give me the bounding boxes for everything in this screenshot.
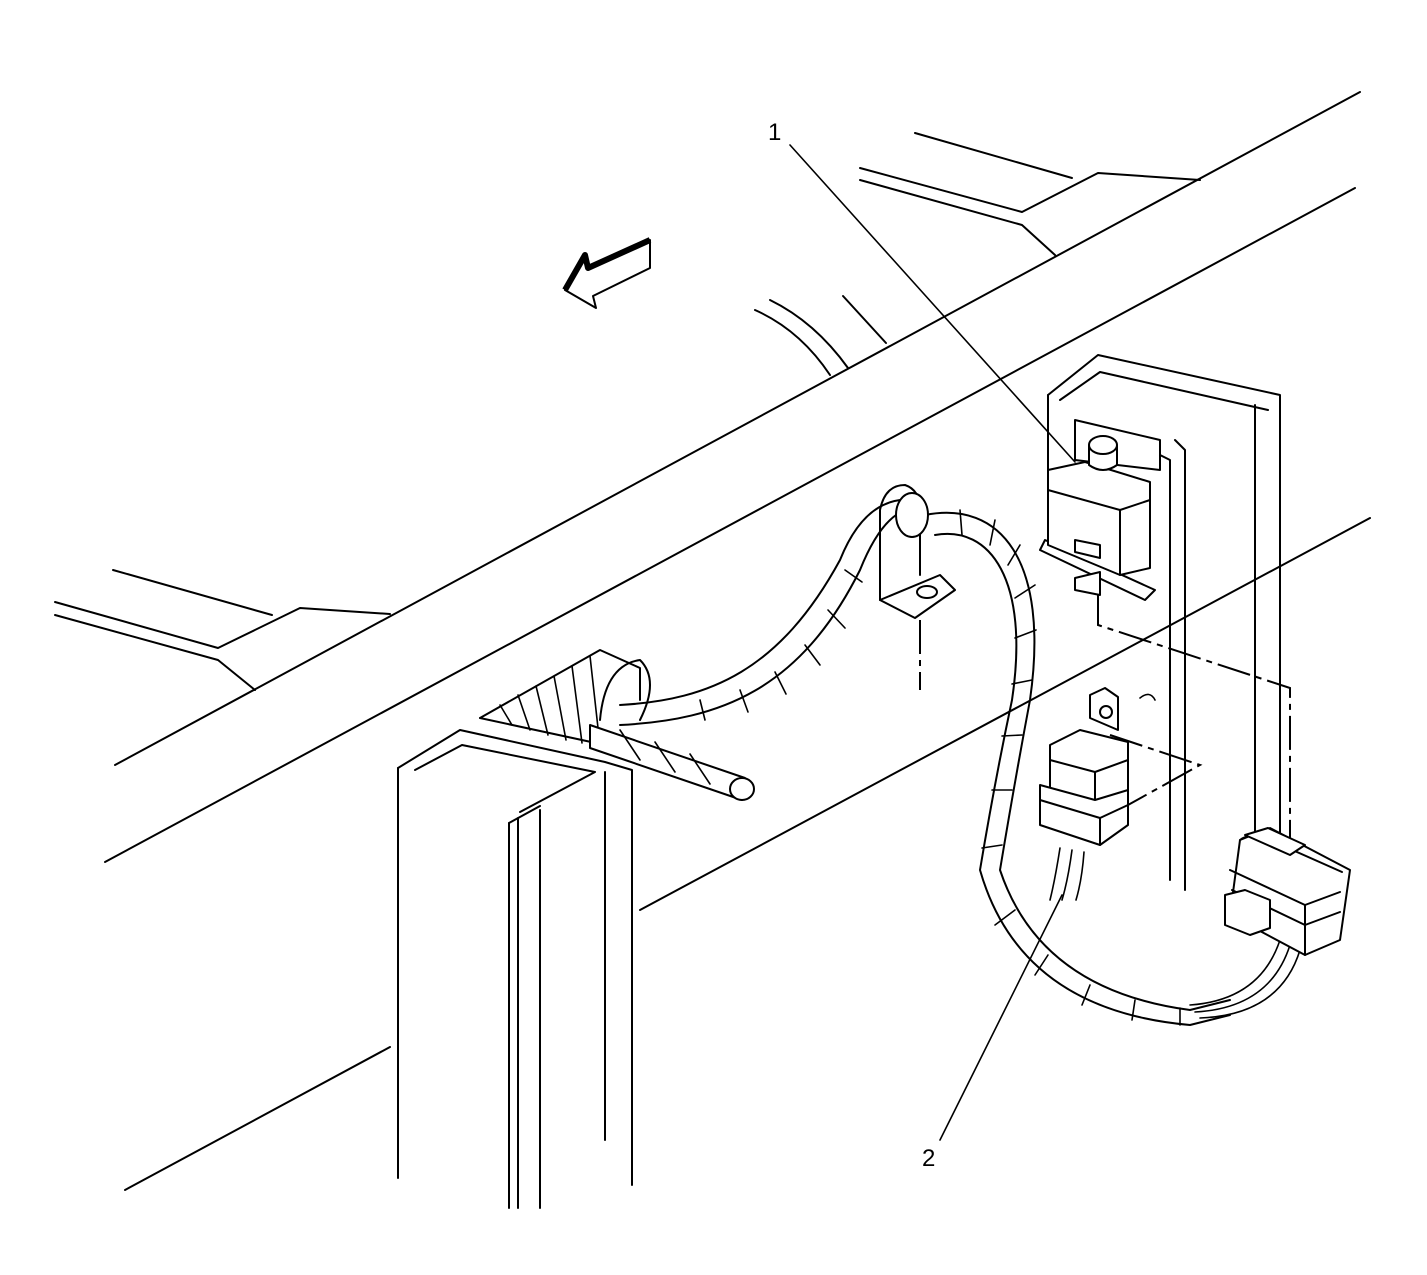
harness-connector [1224, 827, 1351, 956]
floor-panel-lines [54, 91, 1371, 1191]
harness-clip-icon [879, 484, 956, 690]
callout-leaders [789, 144, 1076, 1141]
channel-post [397, 649, 641, 1209]
callout-1: 1 [768, 119, 781, 146]
callout-2: 2 [922, 1145, 935, 1172]
direction-arrow-icon [562, 237, 652, 309]
bolt-icon [1088, 435, 1118, 471]
rear-mounting-post [1047, 354, 1281, 891]
module-component [1039, 435, 1291, 840]
wiring-harness [589, 499, 1301, 1026]
connector-component [1039, 687, 1203, 846]
